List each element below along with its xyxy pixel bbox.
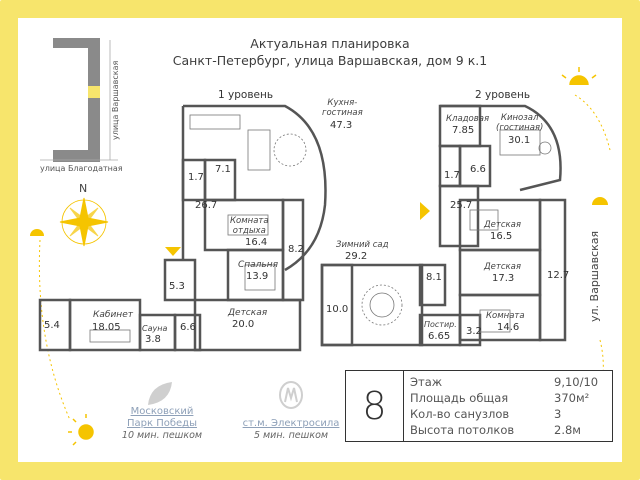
leaf-icon <box>148 382 172 405</box>
room-children2-label: Детская <box>484 220 521 230</box>
entrance-marker-level2 <box>420 202 430 220</box>
room-l2-1-7-area: 1.7 <box>444 170 460 181</box>
room-children1-area: 20.0 <box>232 319 255 330</box>
apartment-info-box: 8 Этаж 9,10/10 Площадь общая 370м² Кол-в… <box>345 370 613 442</box>
room-laundry-area: 6.65 <box>428 331 451 342</box>
room-3-2-area: 3.2 <box>466 326 482 337</box>
metro-m-icon <box>279 381 303 409</box>
room-children3-label: Детская <box>484 262 521 272</box>
room-8-1-area: 8.1 <box>426 272 442 283</box>
street-label-blagodatnaya: улица Благодатная <box>40 164 123 173</box>
room-bedroom-label: Спальня <box>238 260 279 270</box>
room-l2-hall-area: 25.7 <box>450 200 473 211</box>
room-cinema-area: 30.1 <box>508 135 531 146</box>
room-10-0-area: 10.0 <box>326 304 349 315</box>
metro-park-pobedy: Московский Парк Победы 10 мин. пешком <box>112 406 212 442</box>
sun-path-top-right <box>574 94 611 151</box>
room-sauna-label: Сауна <box>142 324 168 333</box>
metro1-name-line1: Московский <box>130 406 194 417</box>
room-room-label: Комната <box>486 311 525 321</box>
title-line1: Актуальная планировка <box>250 36 410 51</box>
info-floor-value: 9,10/10 <box>554 375 599 389</box>
room-sauna-area: 3.8 <box>145 334 161 345</box>
room-rest-area: 16.4 <box>245 237 268 248</box>
sun-icon-bottom-left <box>68 414 94 446</box>
title-line2: Санкт-Петербург, улица Варшавская, дом 9… <box>172 53 488 68</box>
info-ceiling-value: 2.8м <box>554 423 581 437</box>
room-office-label: Кабинет <box>93 310 133 320</box>
room-bedroom-area: 13.9 <box>246 271 269 282</box>
metro-elektrosila: ст.м. Электросила 5 мин. пешком <box>226 418 356 442</box>
room-1-7-area: 1.7 <box>188 172 204 183</box>
info-ceiling-label: Высота потолков <box>410 423 515 437</box>
north-label: N <box>79 182 88 195</box>
room-room-area: 14.6 <box>497 322 520 333</box>
info-floor-label: Этаж <box>410 375 443 389</box>
room-5-3-area: 5.3 <box>169 281 185 292</box>
level2-furniture <box>361 129 552 333</box>
room-6-6-area: 6.6 <box>180 322 196 333</box>
room-wintergarden-label: Зимний сад <box>336 240 389 250</box>
room-cinema-label: Кинозал (гостиная) <box>496 113 544 133</box>
sun-icon-right <box>592 197 608 205</box>
metro2-name: ст.м. Электросила <box>242 418 340 429</box>
metro2-time: 5 мин. пешком <box>253 430 329 441</box>
room-children2-area: 16.5 <box>490 231 513 242</box>
room-laundry-label: Постир. <box>424 320 457 329</box>
sun-icon-left <box>30 229 44 236</box>
sun-path-left <box>38 239 71 421</box>
room-rest-label: Комната отдыха <box>230 216 269 236</box>
level1-furniture <box>89 114 307 343</box>
info-bathrooms-value: 3 <box>554 407 562 421</box>
street-label-varshavskaya-right: ул. Варшавская <box>588 230 601 322</box>
room-wintergarden-area: 29.2 <box>345 251 368 262</box>
level1-heading: 1 уровень <box>218 89 274 101</box>
metro1-time: 10 мин. пешком <box>121 430 203 441</box>
metro1-name-line2: Парк Победы <box>127 418 197 429</box>
room-children1-label: Детская <box>228 308 268 318</box>
level2-heading: 2 уровень <box>475 89 531 101</box>
compass-rose-icon <box>59 197 109 247</box>
info-bathrooms-label: Кол-во санузлов <box>410 407 510 421</box>
room-hall-area: 26.7 <box>195 200 218 211</box>
room-children3-area: 17.3 <box>492 273 515 284</box>
room-8-2-area: 8.2 <box>288 244 304 255</box>
page-title: Актуальная планировка Санкт-Петербург, у… <box>160 35 500 69</box>
room-kitchen-label: Кухня- гостиная <box>322 98 363 118</box>
room-l2-6-6-area: 6.6 <box>470 164 486 175</box>
info-area-value: 370м² <box>554 391 590 405</box>
room-storage-label: Кладовая <box>446 114 490 124</box>
sun-icon-top-right <box>561 67 597 86</box>
room-office-area: 18.05 <box>92 322 121 333</box>
site-building <box>53 38 100 162</box>
room-12-7-area: 12.7 <box>547 270 570 281</box>
room-storage-area: 7.85 <box>452 125 475 136</box>
room-5-4-area: 5.4 <box>44 320 60 331</box>
level1-walls <box>38 104 327 352</box>
room-kitchen-area: 47.3 <box>330 120 353 131</box>
street-label-varshavskaya-map: улица Варшавская <box>111 60 120 140</box>
room-7-1-area: 7.1 <box>215 164 231 175</box>
apartment-number: 8 <box>346 371 404 441</box>
info-area-label: Площадь общая <box>410 391 509 405</box>
entrance-marker-level1 <box>165 247 181 256</box>
